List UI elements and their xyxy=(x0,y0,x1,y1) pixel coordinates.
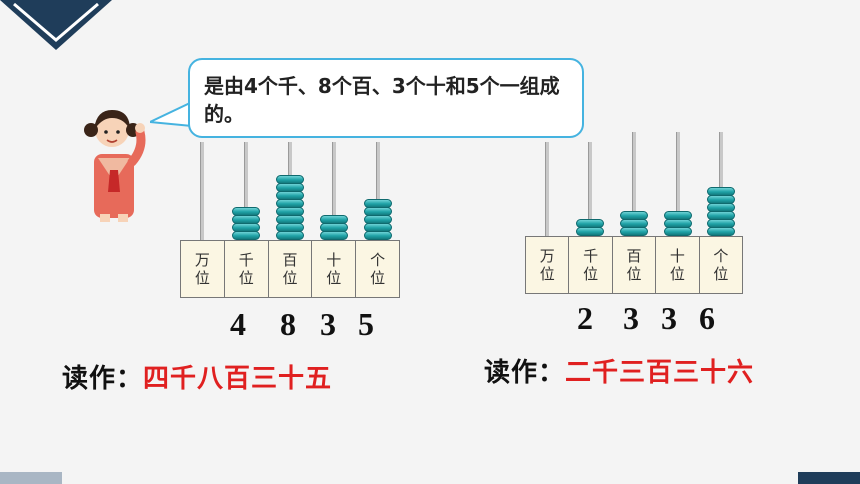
place-value-frame: 万位 千位 百位 十位 个位 xyxy=(525,236,743,294)
place-cell-hundreds: 百位 xyxy=(613,237,657,293)
abacus-bead xyxy=(320,215,348,224)
digit-tens: 3 xyxy=(320,306,336,342)
reading-value: 四千八百三十五 xyxy=(143,364,333,394)
abacus-bead xyxy=(707,187,736,196)
abacus-bead xyxy=(364,215,392,224)
place-cell-ten-thousands: 万位 xyxy=(181,241,225,297)
place-cell-thousands: 千位 xyxy=(569,237,613,293)
place-cell-thousands: 千位 xyxy=(225,241,269,297)
abacus-rod xyxy=(632,132,636,236)
digit-ones: 6 xyxy=(699,300,715,336)
place-value-frame: 万位 千位 百位 十位 个位 xyxy=(180,240,400,298)
abacus-bead xyxy=(620,219,648,228)
abacus-bead xyxy=(232,231,260,240)
right-digits: 2 3 3 6 xyxy=(525,300,743,340)
corner-decoration xyxy=(0,0,112,50)
abacus-bead xyxy=(320,223,348,232)
abacus-bead xyxy=(276,199,304,208)
abacus-bead xyxy=(364,207,392,216)
abacus-rod xyxy=(332,142,336,240)
abacus-bead xyxy=(707,195,736,204)
place-cell-ten-thousands: 万位 xyxy=(526,237,570,293)
abacus-bead xyxy=(620,211,648,220)
abacus-bead xyxy=(576,227,605,236)
abacus-bead xyxy=(576,219,605,228)
digit-thousands: 2 xyxy=(577,300,593,336)
place-cell-tens: 十位 xyxy=(656,237,700,293)
abacus-bead xyxy=(276,207,304,216)
abacus-bead xyxy=(232,207,260,216)
left-digits: 4 8 3 5 xyxy=(180,306,400,346)
abacus-bead xyxy=(276,215,304,224)
abacus-bead xyxy=(663,219,692,228)
digit-ones: 5 xyxy=(358,306,374,342)
speech-bubble: 是由4个千、8个百、3个十和5个一组成的。 xyxy=(188,58,584,138)
abacus-bead xyxy=(232,215,260,224)
abacus-rod xyxy=(376,142,380,240)
speech-bubble-text: 是由4个千、8个百、3个十和5个一组成的。 xyxy=(204,74,560,126)
abacus-bead xyxy=(276,223,304,232)
abacus-bead xyxy=(276,183,304,192)
digit-hundreds: 3 xyxy=(623,300,639,336)
right-abacus: 万位 千位 百位 十位 个位 xyxy=(525,132,743,296)
abacus-bead xyxy=(620,227,648,236)
abacus-rod xyxy=(719,132,724,236)
left-reading: 读作：四千八百三十五 xyxy=(62,358,332,395)
abacus-rod xyxy=(544,142,549,236)
place-cell-hundreds: 百位 xyxy=(269,241,313,297)
left-abacus: 万位 千位 百位 十位 个位 xyxy=(180,142,400,302)
reading-value: 二千三百三十六 xyxy=(565,358,755,388)
digit-thousands: 4 xyxy=(230,306,246,342)
abacus-rod xyxy=(244,142,248,240)
abacus-bead xyxy=(276,231,304,240)
abacus-bead xyxy=(663,211,692,220)
abacus-rod xyxy=(200,142,204,240)
reading-label: 读作： xyxy=(62,364,144,394)
digit-tens: 3 xyxy=(661,300,677,336)
abacus-bead xyxy=(364,223,392,232)
reading-label: 读作： xyxy=(484,358,566,388)
speech-bubble-tail xyxy=(150,100,192,128)
abacus-bead xyxy=(707,227,736,236)
abacus-rod xyxy=(675,132,680,236)
abacus-bead xyxy=(707,219,736,228)
place-cell-ones: 个位 xyxy=(370,251,386,287)
abacus-bead xyxy=(276,191,304,200)
place-cell-tens: 十位 xyxy=(312,241,357,297)
abacus-bead xyxy=(663,227,692,236)
right-reading: 读作：二千三百三十六 xyxy=(484,352,754,389)
footer-bar-left xyxy=(0,472,62,484)
abacus-bead xyxy=(707,211,736,220)
abacus-rod xyxy=(588,142,593,236)
abacus-bead xyxy=(707,203,736,212)
abacus-bead xyxy=(320,231,348,240)
abacus-bead xyxy=(364,231,392,240)
abacus-bead xyxy=(276,175,304,184)
place-cell-ones: 个位 xyxy=(713,247,729,283)
abacus-bead xyxy=(364,199,392,208)
girl-illustration xyxy=(84,110,146,222)
footer-bar-right xyxy=(798,472,860,484)
digit-hundreds: 8 xyxy=(280,306,296,342)
abacus-bead xyxy=(232,223,260,232)
